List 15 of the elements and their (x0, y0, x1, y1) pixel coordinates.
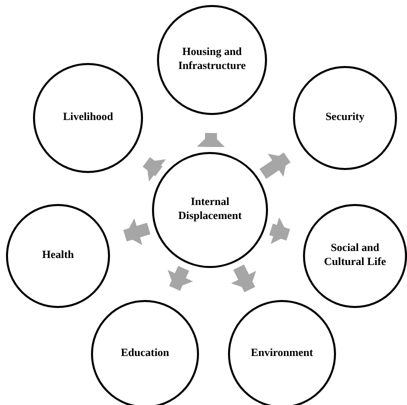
circle-label: Health (41, 249, 75, 263)
block-arrow (231, 264, 256, 292)
block-arrow (142, 157, 166, 182)
circle-label: Livelihood (62, 111, 114, 125)
circle-label: Environment (250, 347, 314, 361)
circle-label: Security (324, 111, 366, 125)
block-arrow (123, 218, 150, 246)
circle-label: Internal Displacement (177, 196, 243, 224)
block-arrow (168, 266, 194, 291)
block-arrow (260, 152, 291, 179)
block-arrow (196, 132, 225, 148)
circle-label: Housing and Infrastructure (177, 46, 247, 74)
block-arrow (269, 217, 290, 244)
circle-label: Social and Cultural Life (322, 242, 388, 270)
circle-label: Education (120, 347, 170, 361)
